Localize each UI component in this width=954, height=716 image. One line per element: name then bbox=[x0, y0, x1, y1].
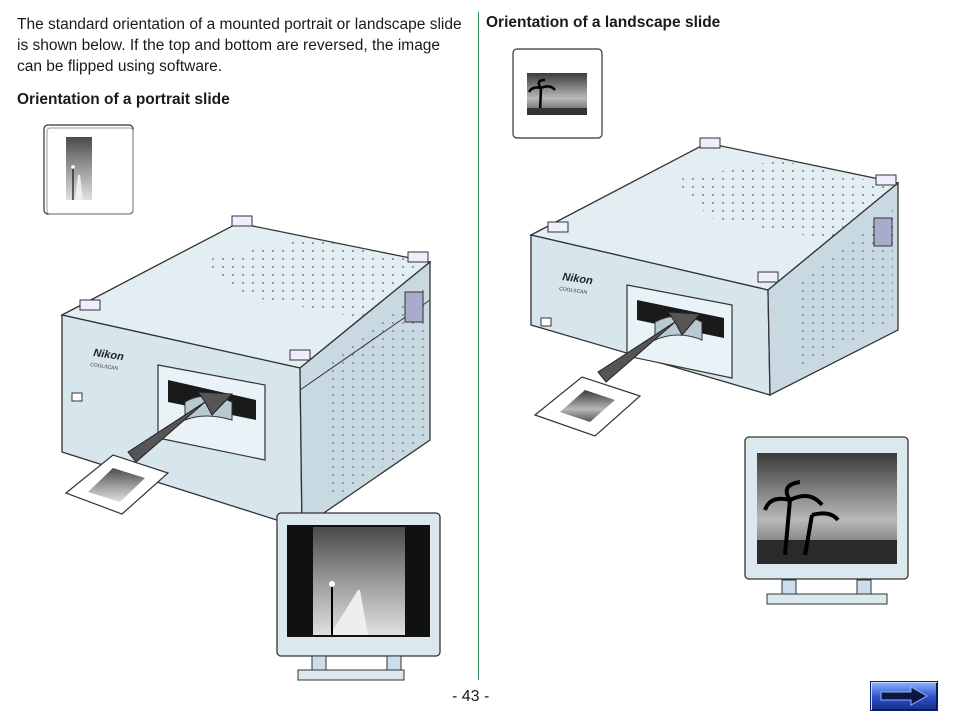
portrait-heading: Orientation of a portrait slide bbox=[17, 91, 230, 108]
svg-text:Nikon: Nikon bbox=[562, 271, 594, 287]
landscape-slide-thumbnail bbox=[512, 48, 603, 139]
portrait-monitor bbox=[276, 512, 441, 681]
portrait-slide-thumbnail bbox=[43, 124, 134, 215]
intro-paragraph: The standard orientation of a mounted po… bbox=[17, 16, 462, 75]
next-page-button[interactable] bbox=[870, 681, 938, 711]
arrow-right-icon bbox=[880, 686, 929, 706]
portrait-slide-inserting bbox=[64, 454, 170, 515]
column-divider bbox=[478, 12, 479, 680]
landscape-slide-inserting bbox=[533, 376, 642, 437]
svg-text:COOLSCAN: COOLSCAN bbox=[559, 286, 588, 296]
landscape-scanner: Nikon COOLSCAN bbox=[529, 137, 900, 397]
landscape-heading: Orientation of a landscape slide bbox=[486, 14, 721, 31]
insert-arrow-icon bbox=[127, 391, 234, 463]
landscape-monitor bbox=[744, 436, 909, 605]
svg-text:COOLSCAN: COOLSCAN bbox=[90, 362, 119, 372]
page-number: - 43 - bbox=[452, 688, 490, 705]
insert-arrow-icon bbox=[597, 311, 702, 383]
brand-label: Nikon bbox=[93, 347, 125, 363]
